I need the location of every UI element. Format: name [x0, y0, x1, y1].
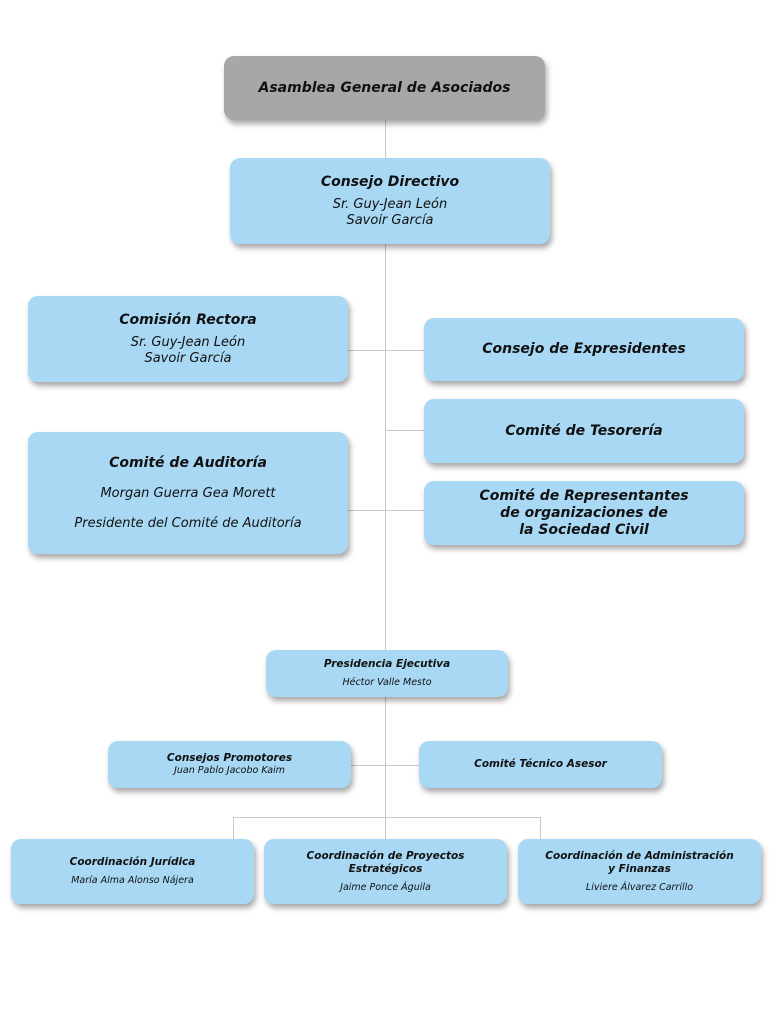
connector-main-trunk [385, 120, 386, 652]
coord-admin-name: Liviere Álvarez Carrillo [585, 881, 694, 893]
coord-juridica-name: María Alma Alonso Nájera [71, 875, 194, 886]
connector-tesoreria [385, 430, 425, 431]
comision-rectora-name: Sr. Guy-Jean León Savoir García [130, 334, 246, 366]
comite-tesoreria-box: Comité de Tesorería [424, 399, 744, 463]
comite-tecnico-title: Comité Técnico Asesor [474, 758, 607, 770]
comite-tesoreria-title: Comité de Tesorería [505, 422, 663, 439]
consejos-promotores-title: Consejos Promotores [166, 752, 293, 764]
consejo-directivo-title: Consejo Directivo [320, 173, 460, 190]
asamblea-title: Asamblea General de Asociados [258, 79, 511, 96]
coord-admin-box: Coordinación de Administración y Finanza… [518, 839, 761, 904]
coord-proyectos-box: Coordinación de Proyectos Estratégicos J… [264, 839, 507, 904]
comite-auditoria-box: Comité de Auditoría Morgan Guerra Gea Mo… [28, 432, 348, 554]
presidencia-box: Presidencia Ejecutiva Héctor Valle Mesto [266, 650, 508, 697]
comite-auditoria-title: Comité de Auditoría [109, 454, 267, 471]
comite-representantes-box: Comité de Representantes de organizacion… [424, 481, 744, 545]
consejo-directivo-box: Consejo Directivo Sr. Guy-Jean León Savo… [230, 158, 550, 244]
connector-coord-proyectos [385, 817, 386, 839]
coord-proyectos-name: Jaime Ponce Águila [340, 881, 431, 893]
coord-proyectos-title: Coordinación de Proyectos Estratégicos [306, 849, 465, 875]
asamblea-box: Asamblea General de Asociados [224, 56, 545, 120]
connector-representantes [385, 510, 425, 511]
connector-tecnico [385, 765, 419, 766]
comite-auditoria-role: Presidente del Comité de Auditoría [74, 515, 302, 531]
consejo-directivo-name: Sr. Guy-Jean León Savoir García [332, 196, 448, 228]
consejo-expresidentes-title: Consejo de Expresidentes [482, 341, 686, 357]
consejos-promotores-box: Consejos Promotores Juan Pablo Jacobo Ka… [108, 741, 351, 788]
connector-coord-juridica [233, 817, 234, 839]
presidencia-name: Héctor Valle Mesto [342, 677, 432, 688]
coord-juridica-title: Coordinación Jurídica [69, 856, 196, 868]
connector-coord-admin [540, 817, 541, 839]
connector-coordinaciones-bar [233, 817, 541, 818]
comite-tecnico-box: Comité Técnico Asesor [419, 741, 662, 788]
connector-auditoria [348, 510, 386, 511]
presidencia-title: Presidencia Ejecutiva [323, 658, 451, 670]
consejos-promotores-name: Juan Pablo Jacobo Kaim [174, 765, 285, 776]
connector-promotores [351, 765, 386, 766]
connector-lower-trunk [385, 697, 386, 817]
comision-rectora-title: Comisión Rectora [119, 311, 257, 328]
comite-auditoria-name: Morgan Guerra Gea Morett [100, 485, 276, 501]
coord-admin-title: Coordinación de Administración y Finanza… [545, 849, 734, 875]
comision-rectora-box: Comisión Rectora Sr. Guy-Jean León Savoi… [28, 296, 348, 382]
coord-juridica-box: Coordinación Jurídica María Alma Alonso … [11, 839, 254, 904]
connector-comision-rectora [348, 350, 386, 351]
consejo-expresidentes-box: Consejo de Expresidentes [424, 318, 744, 381]
connector-expresidentes [385, 350, 425, 351]
comite-representantes-title: Comité de Representantes de organizacion… [479, 487, 689, 538]
